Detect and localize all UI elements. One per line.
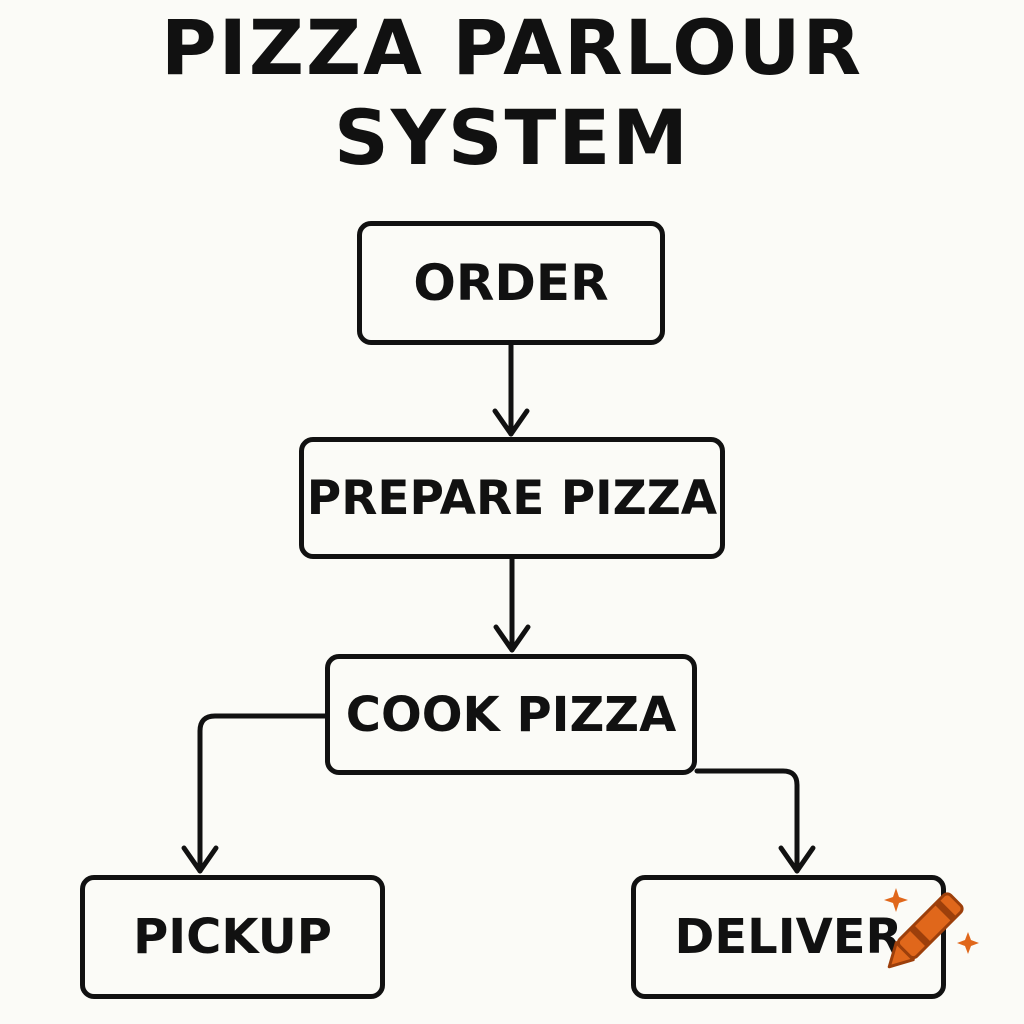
- node-pickup: PICKUP: [80, 875, 385, 999]
- diagram-title-line-2: SYSTEM: [334, 93, 690, 182]
- crayon-icon: [884, 888, 979, 969]
- edge-order-to-prepare: [492, 342, 530, 437]
- node-prepare-pizza: PREPARE PIZZA: [299, 437, 725, 559]
- diagram-title-line-1: PIZZA PARLOUR: [160, 3, 864, 92]
- edge-cook-to-pickup: [181, 713, 328, 874]
- node-cook-pizza: COOK PIZZA: [325, 654, 697, 775]
- node-order: ORDER: [357, 221, 665, 345]
- edge-prepare-to-cook: [493, 556, 531, 653]
- edge-cook-to-deliver: [694, 768, 816, 874]
